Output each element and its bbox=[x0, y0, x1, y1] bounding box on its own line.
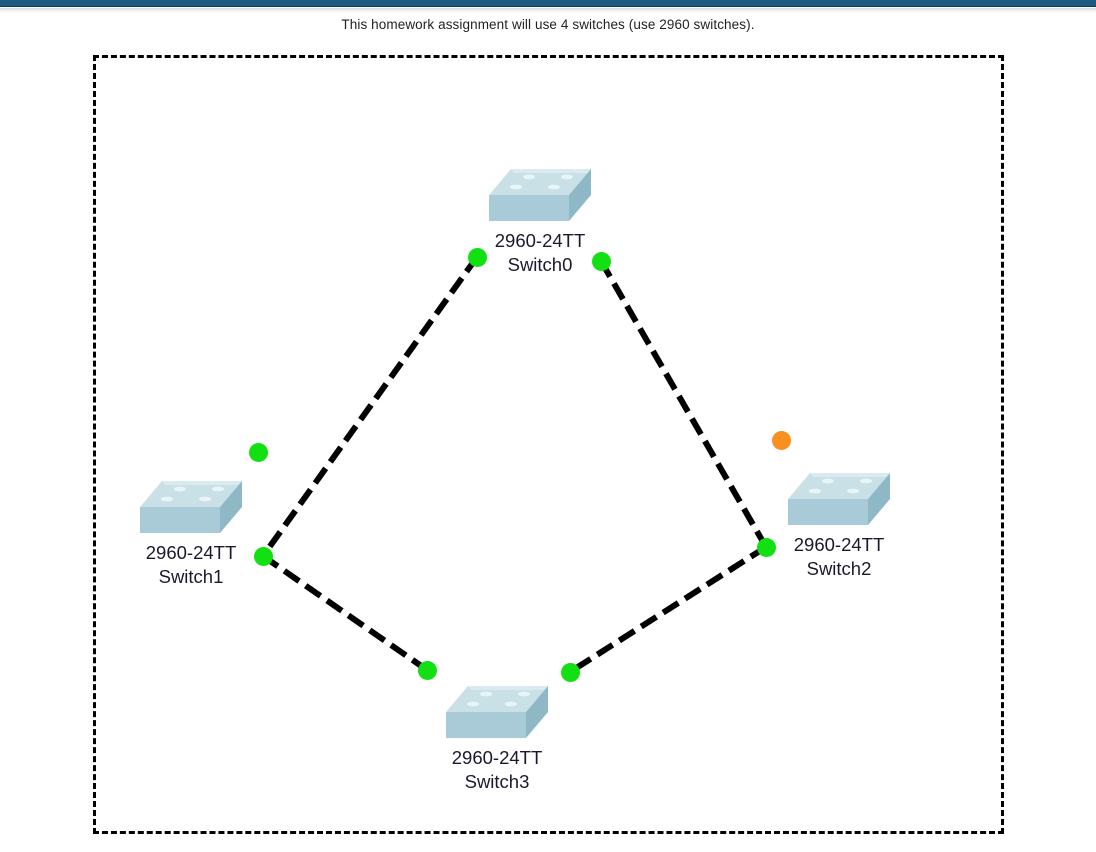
device-model-label: 2960-24TT bbox=[451, 747, 543, 768]
link-status-dot-up[interactable] bbox=[467, 247, 487, 267]
device-label-block: 2960-24TT Switch3 bbox=[387, 746, 607, 795]
application-title-bar bbox=[0, 0, 1096, 7]
device-label-block: 2960-24TT Switch2 bbox=[729, 533, 949, 582]
link-status-dot-warning[interactable] bbox=[771, 430, 791, 450]
switch-icon[interactable] bbox=[440, 682, 554, 750]
link-status-dot-up[interactable] bbox=[253, 546, 273, 566]
link-status-dot-up[interactable] bbox=[591, 251, 611, 271]
device-label-block: 2960-24TT Switch1 bbox=[81, 541, 301, 590]
link-status-dot-up[interactable] bbox=[248, 442, 268, 462]
switch-icon[interactable] bbox=[782, 469, 896, 537]
link-status-dot-up[interactable] bbox=[417, 660, 437, 680]
switch-icon bbox=[788, 473, 890, 525]
link-status-dot-up[interactable] bbox=[560, 662, 580, 682]
device-name-label: Switch3 bbox=[464, 771, 530, 793]
device-name-label: Switch1 bbox=[158, 566, 224, 588]
switch-icon bbox=[140, 481, 242, 533]
device-model-label: 2960-24TT bbox=[793, 534, 885, 555]
device-model-label: 2960-24TT bbox=[145, 542, 237, 563]
page-caption: This homework assignment will use 4 swit… bbox=[341, 17, 755, 32]
title-bar-shadow bbox=[0, 8, 1096, 13]
switch-icon[interactable] bbox=[483, 165, 597, 233]
device-name-label: Switch0 bbox=[507, 254, 573, 276]
switch-icon bbox=[489, 169, 591, 221]
switch-icon[interactable] bbox=[134, 477, 248, 545]
switch-icon bbox=[446, 686, 548, 738]
device-model-label: 2960-24TT bbox=[494, 230, 586, 251]
device-name-label: Switch2 bbox=[806, 558, 872, 580]
link-status-dot-up[interactable] bbox=[756, 537, 776, 557]
device-label-block: 2960-24TT Switch0 bbox=[430, 229, 650, 278]
